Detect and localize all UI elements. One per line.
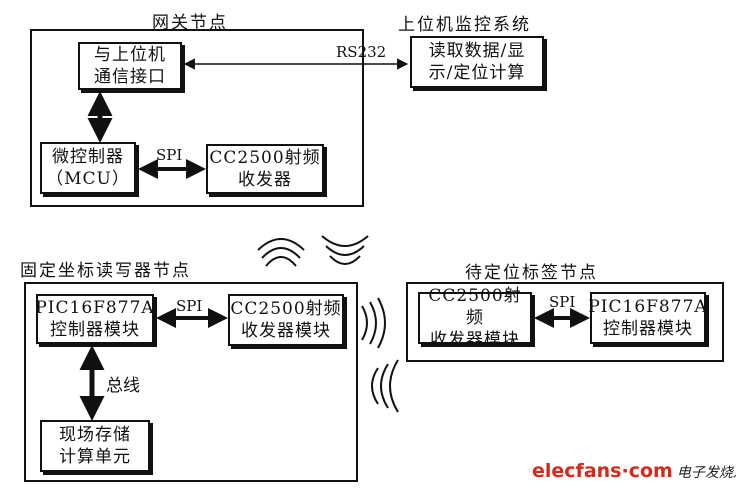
watermark-cn: 电子发烧友	[676, 465, 736, 481]
fixed-rf-box: CC2500射频 收发器模块	[228, 294, 344, 346]
radio-waves-left	[371, 359, 399, 413]
fixed-node-frame	[24, 282, 358, 482]
watermark: elecfans·com电子发烧友	[532, 460, 736, 482]
fixed-rf-line-1: CC2500射频	[230, 299, 342, 319]
comm-interface-box: 与上位机 通信接口	[78, 42, 182, 90]
fixed-pic-box: PIC16F877A 控制器模块	[35, 294, 155, 344]
host-line-2: 示/定位计算	[428, 63, 526, 83]
storage-line-2: 计算单元	[59, 447, 131, 467]
fixed-node-title: 固定坐标读写器节点	[20, 261, 191, 281]
tag-rf-box: CC2500射频 收发器模块	[418, 286, 532, 350]
bus-label: 总线	[106, 376, 140, 396]
host-box: 读取数据/显 示/定位计算	[410, 36, 544, 88]
watermark-dot: ·	[621, 460, 629, 482]
radio-waves-right	[361, 297, 386, 349]
storage-line-1: 现场存储	[59, 425, 131, 445]
gateway-frame	[30, 29, 364, 207]
tag-pic-line-1: PIC16F877A	[588, 297, 708, 317]
tag-rf-line-1: CC2500射频	[428, 286, 522, 328]
tag-pic-line-2: 控制器模块	[603, 319, 693, 339]
fixed-rf-line-2: 收发器模块	[241, 321, 331, 341]
gateway-rf-line-2: 收发器	[238, 170, 292, 190]
gateway-rf-line-1: CC2500射频	[209, 148, 321, 168]
mcu-box: 微控制器 （MCU）	[40, 142, 136, 194]
tag-node-frame	[406, 282, 724, 362]
tag-pic-box: PIC16F877A 控制器模块	[588, 292, 708, 344]
comm-interface-line-2: 通信接口	[94, 67, 166, 87]
mcu-line-1: 微控制器	[52, 147, 124, 167]
watermark-com: com	[628, 460, 673, 482]
fixed-pic-line-2: 控制器模块	[50, 320, 140, 340]
watermark-brand: elecfans	[532, 460, 622, 482]
fixed-pic-line-1: PIC16F877A	[35, 298, 155, 318]
spi-tag-label: SPI	[549, 293, 576, 311]
rs232-label: RS232	[336, 43, 387, 61]
tag-rf-line-2: 收发器模块	[430, 330, 520, 350]
gateway-title: 网关节点	[152, 13, 228, 33]
host-title: 上位机监控系统	[398, 15, 531, 35]
radio-waves-up	[257, 238, 305, 267]
host-line-1: 读取数据/显	[428, 41, 526, 61]
comm-interface-line-1: 与上位机	[94, 45, 166, 65]
storage-box: 现场存储 计算单元	[40, 420, 150, 472]
tag-node-title: 待定位标签节点	[465, 263, 598, 283]
radio-waves-down	[321, 235, 369, 265]
gateway-rf-box: CC2500射频 收发器	[206, 144, 324, 194]
mcu-line-2: （MCU）	[46, 169, 130, 189]
